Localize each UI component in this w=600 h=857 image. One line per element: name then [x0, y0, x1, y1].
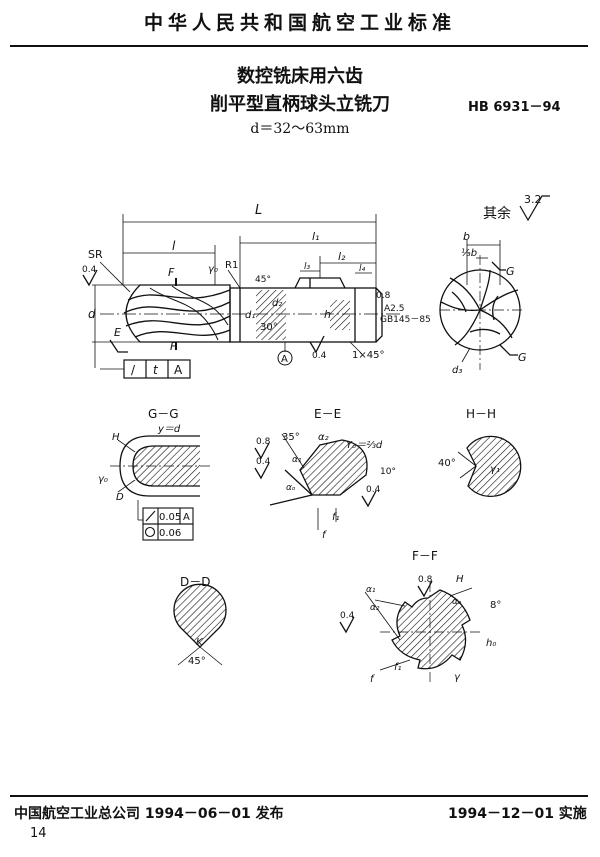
roughness-0-4b-label: 0.4 [312, 351, 327, 361]
rake-gamma-label: γ₀ [208, 264, 218, 275]
ff-roughness-0-4: 0.4 [340, 611, 355, 621]
ee-section-view [254, 433, 377, 530]
hh-view-title: H－H [466, 407, 496, 421]
ff-gamma: γ [454, 672, 461, 683]
dim-b-label: b [463, 230, 470, 243]
roughness-0-8-label: 0.8 [376, 291, 391, 301]
chamfer-1x45-label: 1×45° [352, 350, 384, 361]
ff-label-H: H [456, 574, 464, 585]
gg-tolerance-value-2: 0.06 [159, 528, 181, 539]
tolerance-datum: A [174, 363, 183, 377]
ff-alpha-o: αₒ [452, 597, 462, 607]
roughness-symbol [519, 195, 550, 222]
hh-gamma: γ₁ [490, 464, 500, 475]
ee-roughness-0-4: 0.4 [256, 457, 271, 467]
dim-d-label: d [88, 307, 96, 321]
sr-label: SR [88, 248, 103, 261]
chamfer-45-label: 45° [255, 275, 271, 285]
r1-label: R1 [225, 260, 238, 271]
dim-l2-label: l₂ [338, 250, 346, 263]
hh-angle-40: 40° [438, 458, 456, 469]
footer-effective-date: 1994－12－01 实施 [448, 806, 587, 822]
section-E-label: E [114, 326, 121, 339]
dim-l3-label: l₃ [304, 262, 311, 272]
ee-alpha: α₂ [318, 432, 329, 443]
standard-header-title: 中华人民共和国航空工业标准 [143, 12, 456, 34]
datum-a-label: A [281, 354, 288, 365]
hh-section-view [457, 435, 522, 498]
footer-issuer: 中国航空工业总公司 1994－06－01 发布 [14, 806, 284, 822]
cutter-end-view [439, 240, 525, 370]
gg-section-view [110, 435, 210, 541]
document-title-line1: 数控铣床用六齿 [237, 66, 363, 87]
dim-l4-label: l₄ [359, 264, 366, 274]
section-G-top-label: G [506, 265, 515, 278]
header-rule [10, 45, 588, 47]
roughness-other-value: 3.2 [524, 193, 542, 206]
dim-l-label: l [172, 239, 176, 253]
dim-d2-label: d₂ [272, 298, 282, 309]
gg-label-D: D [116, 492, 124, 503]
gg-view-title: G－G [148, 407, 179, 421]
dd-label-K: K [196, 637, 204, 648]
dim-d3-label: d₃ [452, 365, 462, 376]
center-hole-label: A2.5 [384, 304, 404, 314]
datum-a-marker [277, 350, 293, 366]
ee-f: f [322, 530, 327, 541]
ff-angle-8: 8° [490, 600, 501, 611]
gg-label-H: H [112, 432, 120, 443]
angle-30-label: 30° [260, 322, 278, 333]
page-number: 14 [30, 826, 47, 841]
center-hole-standard: GB145－85 [380, 315, 431, 325]
document-title-line2: 削平型直柄球头立铣刀 [210, 94, 390, 115]
ee-view-title: E－E [314, 407, 341, 421]
ff-section-view [339, 580, 480, 685]
ff-f: f [370, 674, 375, 685]
ee-yo-equation: Yₒ＝⅔d [346, 440, 383, 451]
tolerance-symbol: / [131, 363, 136, 377]
ff-alpha1: α₁ [366, 585, 376, 595]
dd-section-view [173, 583, 227, 666]
document-diameter-range: d＝32～63mm [250, 121, 350, 137]
dim-d1-label: d₁ [245, 310, 255, 321]
ee-roughness-0-8: 0.8 [256, 437, 271, 447]
ff-f1: f₁ [394, 662, 402, 673]
dim-L-label: L [255, 203, 262, 218]
tolerance-value: t [153, 363, 159, 377]
ee-alpha-o: αₒ [286, 483, 296, 493]
dim-third-b-label: ¹⁄₃b [461, 248, 477, 259]
gg-tolerance-datum-1: A [183, 512, 190, 523]
roughness-other-label: 其余 [483, 205, 511, 222]
gg-tolerance-value-1: 0.05 [159, 512, 181, 523]
section-F-top-label: F [168, 266, 175, 279]
ff-roughness-0-8: 0.8 [418, 575, 433, 585]
gg-label-gamma: γ₀ [98, 474, 108, 485]
dim-h-label: h [324, 308, 331, 321]
roughness-0-4-label: 0.4 [82, 265, 97, 275]
ee-angle-35: 35° [282, 432, 300, 443]
ff-h0: h₀ [486, 638, 496, 649]
ee-alpha1: α₁ [292, 455, 302, 465]
standard-number: HB 6931－94 [468, 100, 561, 115]
dim-l1-label: l₁ [312, 230, 319, 243]
cutter-main-view [82, 214, 400, 379]
ee-angle-10: 10° [380, 467, 396, 477]
gg-label-y: y＝d [157, 424, 181, 435]
ff-view-title: F－F [412, 549, 438, 563]
ff-alpha2: α₂ [370, 603, 380, 613]
section-F-bottom-label: F [170, 340, 177, 353]
ee-f1: f₁ [332, 512, 340, 523]
section-G-bottom-label: G [518, 351, 527, 364]
footer-rule [10, 795, 588, 797]
ee-roughness-0-4b: 0.4 [366, 485, 381, 495]
dd-angle-45: 45° [188, 656, 206, 667]
